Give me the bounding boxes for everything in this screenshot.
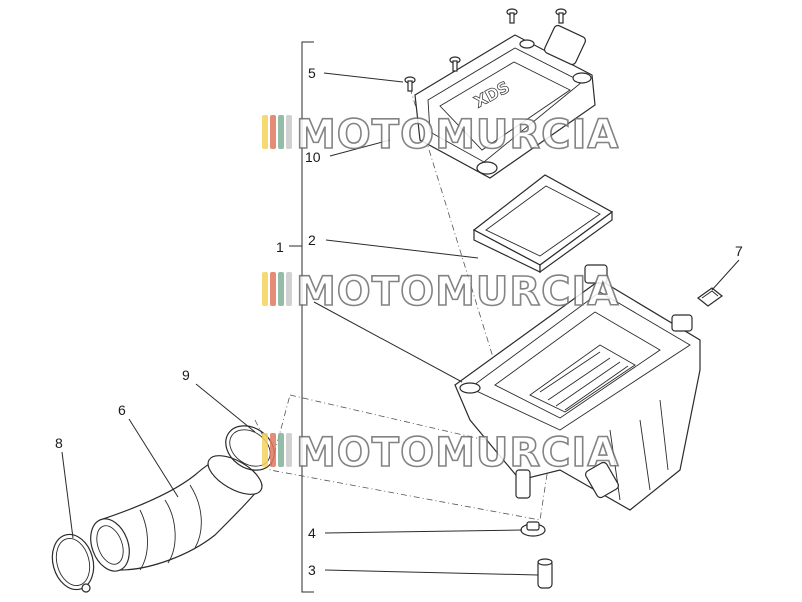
air-box-cover: XDS bbox=[414, 24, 596, 179]
clip-part bbox=[697, 287, 723, 307]
callout-1: 1 bbox=[276, 239, 284, 255]
callout-8: 8 bbox=[55, 435, 63, 451]
callout-3: 3 bbox=[308, 562, 316, 578]
watermark-text: MOTOMURCIA bbox=[296, 112, 619, 158]
air-box-body bbox=[454, 264, 701, 511]
watermark-3: MOTOMURCIA bbox=[262, 429, 619, 477]
screw-icon bbox=[404, 76, 416, 92]
watermark-text: MOTOMURCIA bbox=[296, 269, 619, 315]
watermark-text: MOTOMURCIA bbox=[296, 430, 619, 476]
callout-10: 10 bbox=[305, 149, 321, 165]
watermark-1: MOTOMURCIA bbox=[262, 111, 619, 159]
callout-9: 9 bbox=[182, 367, 190, 383]
hose-clamp-small bbox=[520, 521, 546, 537]
cover-screws bbox=[404, 8, 567, 92]
watermark-2: MOTOMURCIA bbox=[262, 268, 619, 316]
callout-7: 7 bbox=[735, 243, 743, 259]
hose-clamp-8 bbox=[51, 533, 95, 593]
callout-numbers: 1 2 3 4 5 6 7 8 9 10 bbox=[55, 65, 743, 578]
screw-icon bbox=[449, 56, 461, 72]
callout-4: 4 bbox=[308, 525, 316, 541]
assembly-bracket bbox=[289, 41, 314, 593]
leader-lines bbox=[61, 72, 740, 576]
callout-5: 5 bbox=[308, 65, 316, 81]
intake-duct bbox=[90, 455, 263, 572]
drain-plug bbox=[537, 558, 553, 589]
callout-6: 6 bbox=[118, 402, 126, 418]
callout-2: 2 bbox=[308, 232, 316, 248]
screw-icon bbox=[555, 8, 567, 24]
screw-icon bbox=[506, 8, 518, 24]
air-filter-element bbox=[472, 174, 614, 274]
